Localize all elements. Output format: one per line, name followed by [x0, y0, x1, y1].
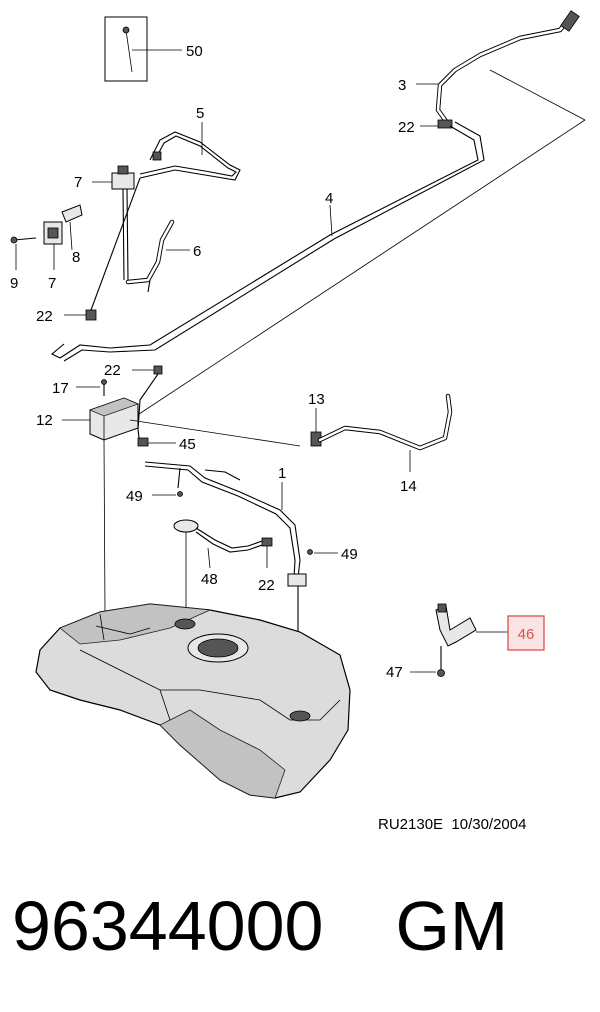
- part-22-clip-lower: [261, 537, 273, 568]
- callout-45: 45: [179, 436, 196, 453]
- callout-9: 9: [10, 275, 18, 292]
- reference-code: RU2130E: [378, 816, 444, 833]
- callout-6: 6: [193, 243, 201, 260]
- callout-5: 5: [196, 105, 204, 122]
- part-49-clip-right: [307, 549, 338, 555]
- callout-46-box: [507, 615, 545, 651]
- part-46-bracket: [435, 603, 508, 672]
- part-9-bolt: [10, 236, 37, 270]
- part-45-clip: [137, 437, 176, 447]
- part-5-hose: [139, 122, 241, 181]
- callout-13: 13: [308, 391, 325, 408]
- part-49-clip-left: [152, 491, 183, 497]
- part-8-bracket: [61, 204, 83, 251]
- brand-name: GM: [395, 887, 509, 965]
- part-22-clip-top: [420, 119, 453, 129]
- callout-47: 47: [386, 664, 403, 681]
- part-3-hose: [416, 10, 580, 127]
- part-6-hose: [125, 219, 190, 293]
- callout-50: 50: [186, 43, 203, 60]
- callout-22-mid: 22: [104, 362, 121, 379]
- callout-49-left: 49: [126, 488, 143, 505]
- callout-8: 8: [72, 249, 80, 266]
- callout-4: 4: [325, 190, 333, 207]
- callout-22-left: 22: [36, 308, 53, 325]
- part-number: 96344000: [12, 887, 324, 965]
- part-number-line: 96344000 GM: [12, 886, 508, 966]
- callout-49-right: 49: [341, 546, 358, 563]
- reference-date: 10/30/2004: [451, 816, 527, 833]
- callout-17: 17: [52, 380, 69, 397]
- frame-leader-lower: [129, 419, 301, 447]
- fuel-tank: [35, 603, 351, 799]
- frame-leader-lines: [129, 69, 586, 421]
- part-48-line: [173, 519, 266, 615]
- callout-7-lower: 7: [48, 275, 56, 292]
- part-14-filler-hose: [317, 393, 453, 472]
- part-7-valve-upper: [92, 165, 135, 281]
- part-4-fuel-line: [51, 121, 485, 362]
- callout-22-top: 22: [398, 119, 415, 136]
- part-7-valve-lower: [43, 221, 63, 270]
- part-22-clip-mid: [132, 365, 163, 446]
- callout-1: 1: [278, 465, 286, 482]
- callout-7-upper: 7: [74, 174, 82, 191]
- part-1-fuel-line: [144, 461, 307, 710]
- fuel-system-diagram: 50 3 22 4 5 7: [10, 10, 586, 799]
- part-22-clip-left: [64, 177, 141, 321]
- callout-12: 12: [36, 412, 53, 429]
- part-12-canister: [62, 397, 140, 616]
- part-17-bolt: [76, 379, 107, 396]
- part-50-clip: [104, 16, 182, 82]
- callout-48: 48: [201, 571, 218, 588]
- callout-3: 3: [398, 77, 406, 94]
- callout-46: 46: [518, 626, 535, 643]
- callout-22-lower: 22: [258, 577, 275, 594]
- callout-14: 14: [400, 478, 417, 495]
- reference-label: RU2130E 10/30/2004: [378, 816, 526, 833]
- part-47-bolt: [410, 669, 445, 677]
